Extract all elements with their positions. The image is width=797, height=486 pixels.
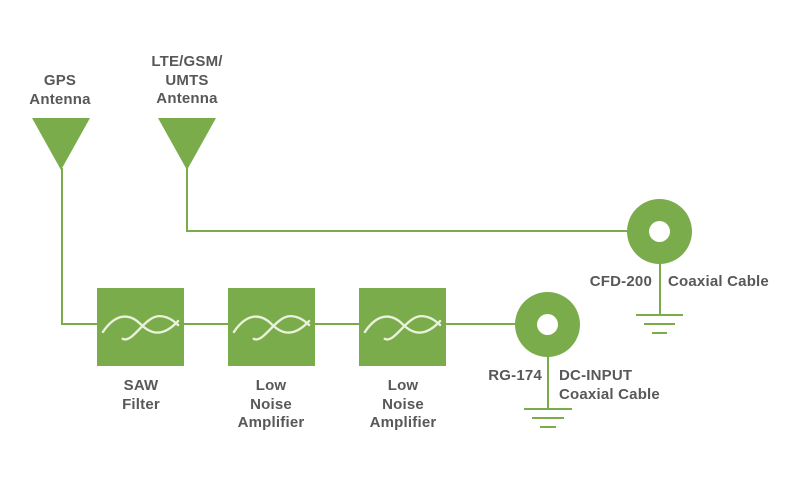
gps-feed-line-vertical — [61, 168, 63, 325]
saw-filter-label-line: Filter — [122, 395, 160, 413]
rg-174-coaxial-cable-icon — [515, 292, 580, 357]
cfd-200-desc-line: Coaxial Cable — [668, 273, 769, 290]
cfd-200-desc-label: Coaxial Cable — [668, 273, 769, 292]
gps-antenna-label-line: GPS — [43, 72, 77, 89]
cfd-ground-line — [659, 262, 661, 315]
gps-feed-line-horizontal — [61, 323, 99, 325]
lna1-label: Low Noise Amplifier — [218, 377, 324, 433]
cfd-ground-symbol-bar1 — [636, 314, 683, 316]
lna2-label: Low Noise Amplifier — [350, 377, 456, 433]
lna2-to-cable-line — [446, 323, 517, 325]
wave-icon — [363, 314, 442, 341]
rg-174-model-label: RG-174 — [488, 367, 542, 384]
lna1-label-line: Low — [255, 377, 287, 394]
cable-hole — [537, 314, 558, 335]
gps-antenna-label-line: Antenna — [29, 90, 91, 108]
saw-filter-label: SAW Filter — [88, 377, 194, 414]
rg-174-desc-line: DC-INPUT — [559, 367, 633, 384]
saw-to-lna1-line — [184, 323, 229, 325]
saw-filter-label-line: SAW — [123, 377, 159, 394]
lte-feed-line-vertical — [186, 168, 188, 232]
lte-antenna-label: LTE/GSM/ UMTS Antenna — [135, 53, 239, 109]
lna1-label-line: Amplifier — [237, 414, 305, 431]
gps-antenna-triangle-icon — [32, 118, 90, 170]
rg-ground-line — [547, 354, 549, 409]
lte-antenna-label-line: Antenna — [156, 90, 218, 107]
cfd-200-model-label: CFD-200 — [589, 273, 652, 290]
cable-hole — [649, 221, 670, 242]
lna1-label-line: Noise — [250, 395, 292, 413]
saw-filter-block — [97, 288, 184, 366]
wave-icon — [232, 314, 311, 341]
rg-ground-symbol-bar3 — [540, 426, 556, 428]
cfd-ground-symbol-bar2 — [644, 323, 675, 325]
lte-antenna-label-line: UMTS — [165, 71, 209, 89]
rg-174-desc-line: Coaxial Cable — [559, 385, 660, 403]
lte-antenna-label-line: LTE/GSM/ — [151, 53, 223, 70]
lna1-block — [228, 288, 315, 366]
rg-174-desc-label: DC-INPUT Coaxial Cable — [559, 367, 660, 404]
lte-feed-line-horizontal — [186, 230, 631, 232]
lna2-label-line: Noise — [382, 395, 424, 413]
lna2-label-line: Amplifier — [369, 414, 437, 431]
lna2-label-line: Low — [387, 377, 419, 394]
cfd-ground-symbol-bar3 — [652, 332, 667, 334]
lte-antenna-triangle-icon — [158, 118, 216, 170]
lna2-block — [359, 288, 446, 366]
cfd-200-coaxial-cable-icon — [627, 199, 692, 264]
rg-ground-symbol-bar1 — [524, 408, 572, 410]
gps-antenna-label: GPS Antenna — [8, 72, 112, 109]
wave-icon — [101, 314, 180, 341]
lna1-to-lna2-line — [314, 323, 359, 325]
rg-ground-symbol-bar2 — [532, 417, 564, 419]
